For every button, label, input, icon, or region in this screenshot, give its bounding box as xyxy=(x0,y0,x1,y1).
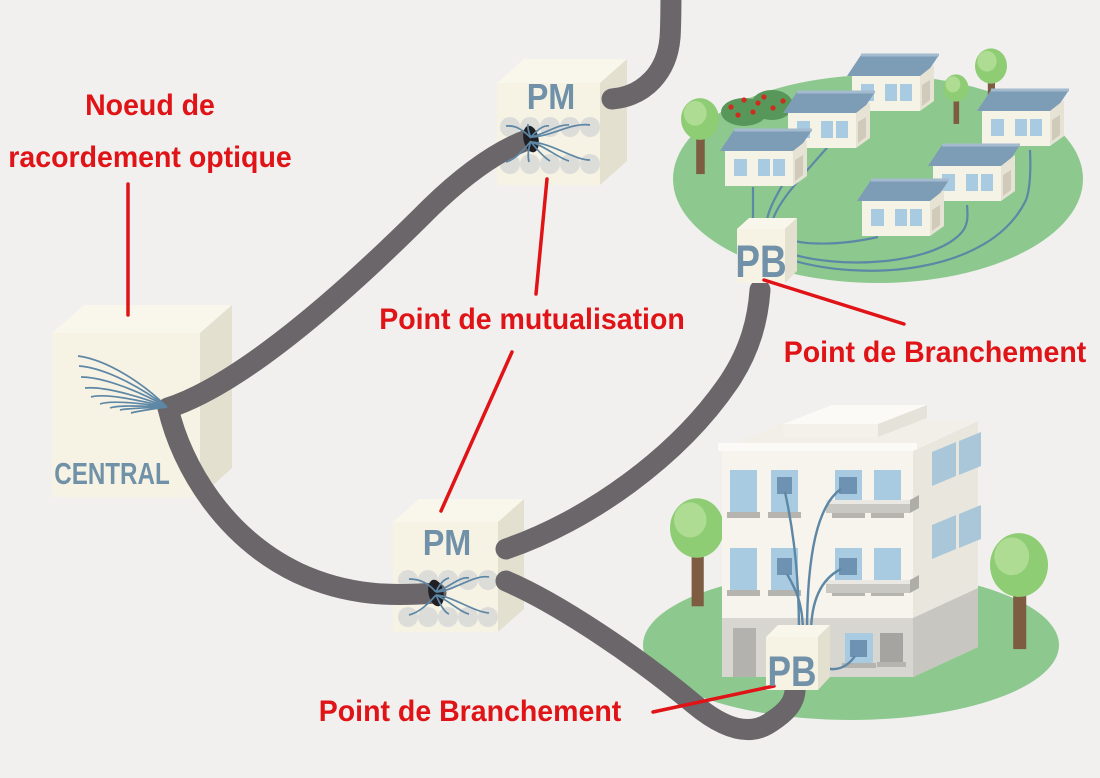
pb-building-node-label: PB xyxy=(767,648,817,696)
cable-central-to-pm-bottom xyxy=(157,397,447,606)
cable-pm-top-upstream xyxy=(601,0,682,110)
cable-pm-bottom-to-pb-building xyxy=(495,570,806,740)
house xyxy=(855,178,951,238)
pb-houses-node-label: PB xyxy=(735,236,787,287)
leader-pb-building xyxy=(651,684,776,714)
nro-label-line2: racordement optique xyxy=(8,141,292,174)
fiber-fan-central xyxy=(77,355,168,414)
leader-pb-houses xyxy=(762,278,906,326)
berry-bush xyxy=(721,90,793,126)
apartment-building-area xyxy=(643,405,1059,720)
central-node-label: CENTRAL xyxy=(54,456,170,491)
cable-pm-bottom-to-pb-houses xyxy=(495,279,771,560)
nro-label: Noeud de racordement optique xyxy=(8,80,291,184)
cable-end-pm-top xyxy=(505,123,591,163)
pm-bottom-node-label: PM xyxy=(422,522,472,563)
pb-houses-box xyxy=(737,218,797,283)
nro-label-line1: Noeud de xyxy=(85,89,215,122)
fiber-trunk-cables xyxy=(157,0,806,740)
pb-annotation-label-top: Point de Branchement xyxy=(783,336,1087,369)
pm-bottom-box xyxy=(393,499,524,632)
fiber-outlet xyxy=(777,477,867,657)
balcony xyxy=(826,495,919,593)
leader-pm-top xyxy=(534,177,549,296)
leader-pm-bottom xyxy=(439,350,514,513)
cable-central-to-pm-top xyxy=(157,129,538,419)
cable-end-pm-bottom xyxy=(408,575,490,616)
annotation-leader-lines xyxy=(126,177,906,714)
pm-top-node-label: PM xyxy=(526,76,576,117)
pb-annotation-label-bottom: Point de Branchement xyxy=(318,695,622,728)
fiber-fan-pm-bottom xyxy=(408,575,490,616)
pm-annotation-label: Point de mutualisation xyxy=(379,303,685,336)
fiber-fan-pm-top xyxy=(505,123,591,163)
pb-building-box xyxy=(766,625,830,690)
house xyxy=(975,88,1071,148)
apartment-building xyxy=(718,405,981,677)
house xyxy=(718,128,814,188)
